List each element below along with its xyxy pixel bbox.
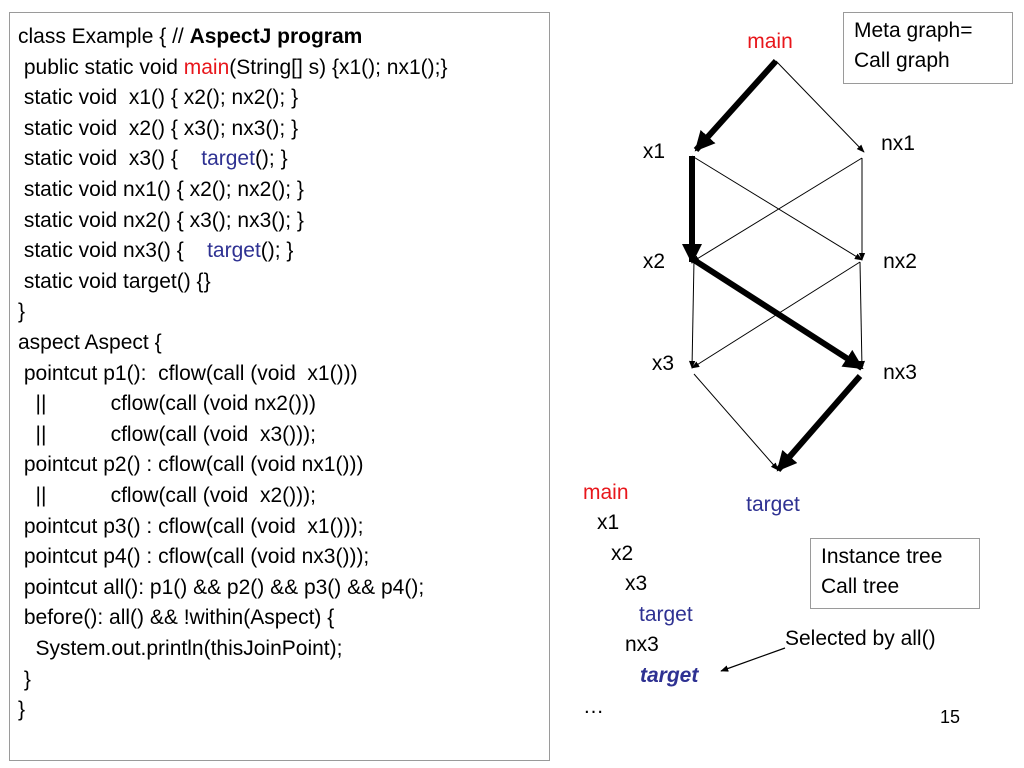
code-text: (); } xyxy=(254,147,288,171)
code-text: || cflow(call (void x2())); xyxy=(18,484,316,507)
code-line: aspect Aspect { xyxy=(18,330,162,360)
edge-main-to-nx1 xyxy=(775,60,865,153)
code-text: pointcut p2() : cflow(call (void nx1())) xyxy=(18,453,364,477)
graph-node-x1: x1 xyxy=(643,140,665,163)
code-text: (); } xyxy=(260,239,294,263)
code-text: pointcut all(): p1() && p2() && p3() && … xyxy=(18,575,425,599)
code-text: || cflow(call (void nx2())) xyxy=(18,392,316,416)
code-text: static void x2() { x3(); nx3(); } xyxy=(18,116,299,140)
graph-node-x3: x3 xyxy=(652,352,674,375)
code-line: static void nx3() { target(); } xyxy=(18,238,294,268)
code-text: static void nx1() { x2(); nx2(); } xyxy=(18,178,304,201)
code-text: } xyxy=(18,300,26,324)
code-target-token: target xyxy=(207,239,261,263)
code-text: static void x3() { xyxy=(18,147,202,171)
code-line: } xyxy=(18,697,25,727)
edge-nx2-to-nx3 xyxy=(858,261,866,369)
code-main-token: main xyxy=(183,55,230,79)
code-target-token: target xyxy=(201,147,255,171)
code-line: || cflow(call (void x2())); xyxy=(18,483,316,513)
graph-node-labels: main x1 nx1 x2 nx2 x3 nx3 target xyxy=(643,30,917,516)
highlighted-edge-nx3-to-target xyxy=(775,374,863,472)
tree-node-4: target xyxy=(639,603,693,626)
tree-node-2: x2 xyxy=(611,542,634,565)
call-tree-title: Call tree xyxy=(821,575,900,598)
code-line: static void nx2() { x3(); nx3(); } xyxy=(18,208,304,238)
code-line: pointcut all(): p1() && p2() && p3() && … xyxy=(18,575,424,605)
code-text: (String[] s) {x1(); nx1();} xyxy=(229,55,448,79)
code-line: || cflow(call (void nx2())) xyxy=(18,391,316,421)
graph-node-nx2: nx2 xyxy=(883,250,917,273)
code-text: pointcut p1(): cflow(call (void x1())) xyxy=(18,361,358,385)
code-line: static void x2() { x3(); nx3(); } xyxy=(18,116,298,146)
code-text: static void nx3() { xyxy=(18,239,208,263)
code-text: System.out.println(thisJoinPoint); xyxy=(18,637,343,660)
code-line: } xyxy=(18,667,31,697)
code-text: static void x1() { x2(); nx2(); } xyxy=(18,86,299,110)
tree-node-1: x1 xyxy=(597,511,620,534)
code-comment-bold: AspectJ program xyxy=(189,25,363,48)
code-line: pointcut p1(): cflow(call (void x1())) xyxy=(18,361,358,391)
code-line: class Example { // AspectJ program xyxy=(18,24,362,54)
code-line: public static void main(String[] s) {x1(… xyxy=(18,55,448,85)
graph-node-main: main xyxy=(747,30,793,53)
code-line: pointcut p4() : cflow(call (void nx3()))… xyxy=(18,544,369,574)
code-line: static void target() {} xyxy=(18,269,211,299)
tree-node-5: nx3 xyxy=(625,633,659,656)
code-text: pointcut p3() : cflow(call (void x1())); xyxy=(18,514,364,538)
tree-node-7: … xyxy=(583,695,604,718)
code-text: public static void xyxy=(18,55,184,79)
code-text: aspect Aspect { xyxy=(18,331,162,354)
edge-nx1-to-x2 xyxy=(691,157,863,263)
tree-node-3: x3 xyxy=(625,572,648,595)
tree-node-6: target xyxy=(640,664,699,687)
instance-tree-box: Instance tree Call tree xyxy=(810,538,980,609)
code-text: class Example { // xyxy=(18,25,190,48)
edge-x1-to-nx2 xyxy=(691,155,863,261)
meta-graph-box: Meta graph= Call graph xyxy=(843,12,1013,84)
graph-node-nx1: nx1 xyxy=(881,132,915,155)
code-line: static void x3() { target(); } xyxy=(18,146,288,176)
code-text: pointcut p4() : cflow(call (void nx3()))… xyxy=(18,545,370,569)
code-text: } xyxy=(18,667,31,691)
code-line: static void x1() { x2(); nx2(); } xyxy=(18,85,298,115)
graph-node-nx3: nx3 xyxy=(883,361,917,384)
code-text: } xyxy=(18,698,26,722)
code-text: static void nx2() { x3(); nx3(); } xyxy=(18,208,304,232)
code-text: || cflow(call (void x3())); xyxy=(18,422,316,446)
code-line: before(): all() && !within(Aspect) { xyxy=(18,605,334,635)
selected-by-all-label: Selected by all() xyxy=(785,627,936,650)
instance-tree-title: Instance tree xyxy=(821,545,943,568)
code-line: pointcut p3() : cflow(call (void x1())); xyxy=(18,514,364,544)
graph-node-x2: x2 xyxy=(643,250,665,273)
page-number: 15 xyxy=(940,707,961,727)
tree-node-0: main xyxy=(583,481,629,504)
code-line: || cflow(call (void x3())); xyxy=(18,422,316,452)
call-graph-title: Call graph xyxy=(854,49,950,72)
code-line: } xyxy=(18,299,25,329)
edge-x3-to-target xyxy=(693,373,779,471)
meta-graph-title: Meta graph= xyxy=(854,19,973,42)
edge-x2-to-x3 xyxy=(688,259,696,369)
graph-node-target: target xyxy=(746,493,800,516)
code-line: static void nx1() { x2(); nx2(); } xyxy=(18,177,304,207)
code-line: System.out.println(thisJoinPoint); xyxy=(18,636,343,666)
edge-nx2-to-x3 xyxy=(691,261,861,369)
graph-edges xyxy=(682,58,866,472)
code-text: static void target() {} xyxy=(18,269,211,293)
code-text: before(): all() && !within(Aspect) { xyxy=(18,606,335,630)
code-listing: class Example { // AspectJ program publi… xyxy=(9,12,550,761)
highlighted-edge-main-to-x1 xyxy=(693,58,779,153)
selected-pointer-arrow xyxy=(720,647,786,672)
code-line: pointcut p2() : cflow(call (void nx1())) xyxy=(18,452,364,482)
